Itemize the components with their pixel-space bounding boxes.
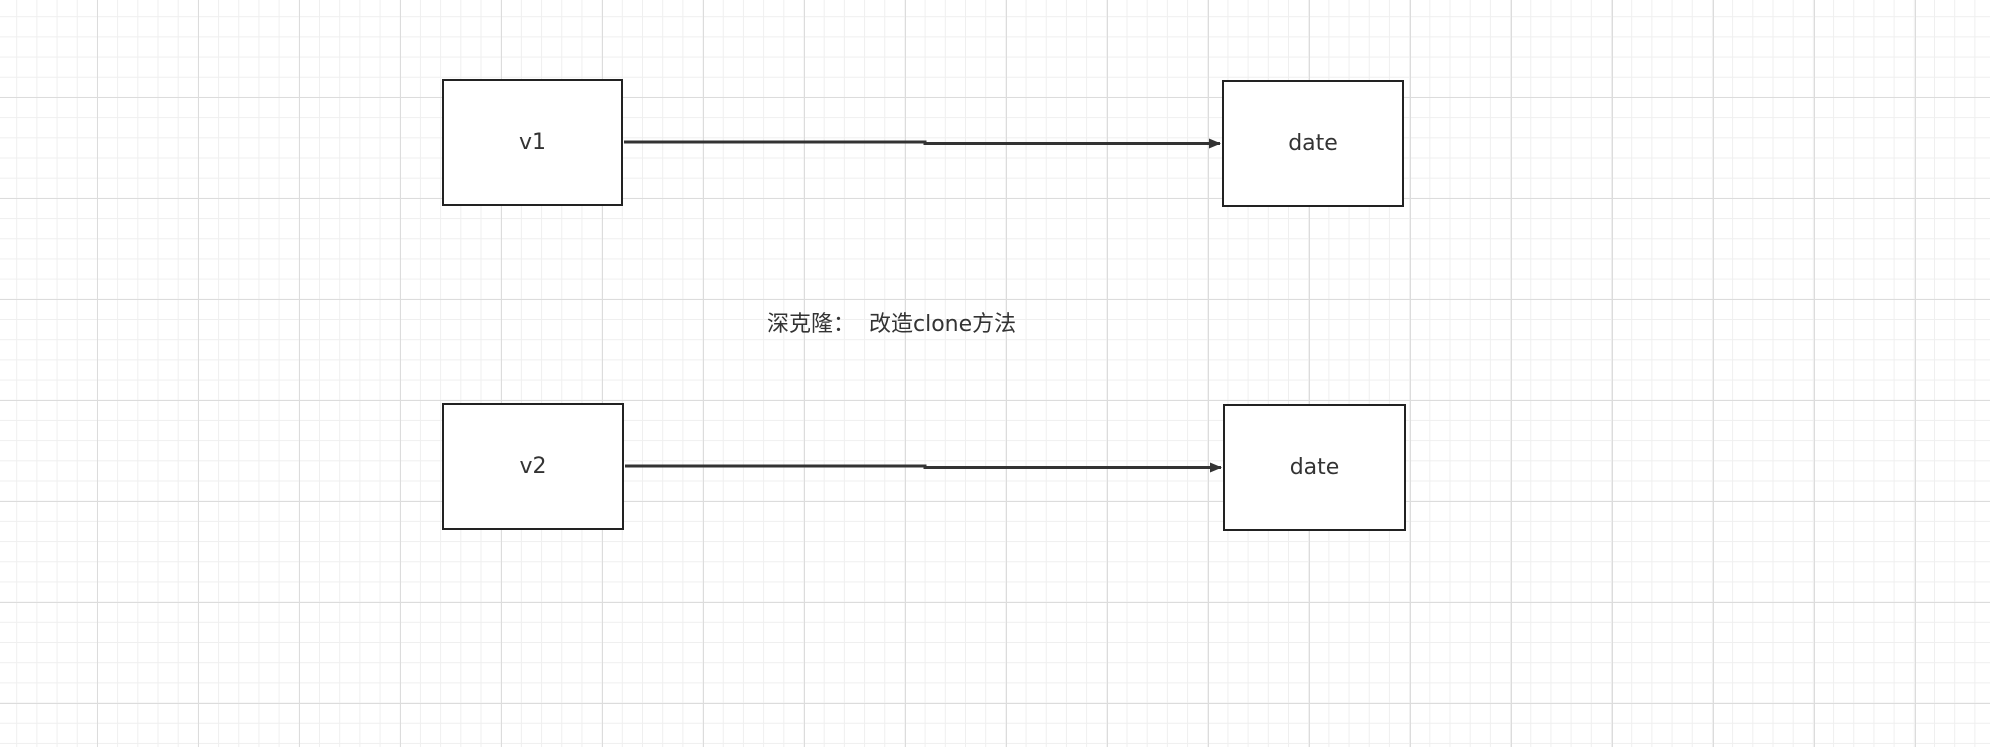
- node-date-bottom-label: date: [1289, 455, 1340, 480]
- node-date-top[interactable]: date: [1222, 80, 1404, 207]
- arrow-v1-to-date[interactable]: [624, 138, 1221, 149]
- node-v1[interactable]: v1: [442, 79, 623, 206]
- node-date-top-label: date: [1288, 131, 1338, 156]
- arrow-v2-to-date[interactable]: [625, 462, 1222, 473]
- node-v1-label: v1: [518, 130, 547, 155]
- node-date-bottom[interactable]: date: [1223, 404, 1406, 531]
- node-v2[interactable]: v2: [442, 403, 624, 530]
- node-v2-label: v2: [519, 454, 547, 479]
- deep-clone-caption[interactable]: 深克隆： 改造clone方法: [767, 312, 1017, 337]
